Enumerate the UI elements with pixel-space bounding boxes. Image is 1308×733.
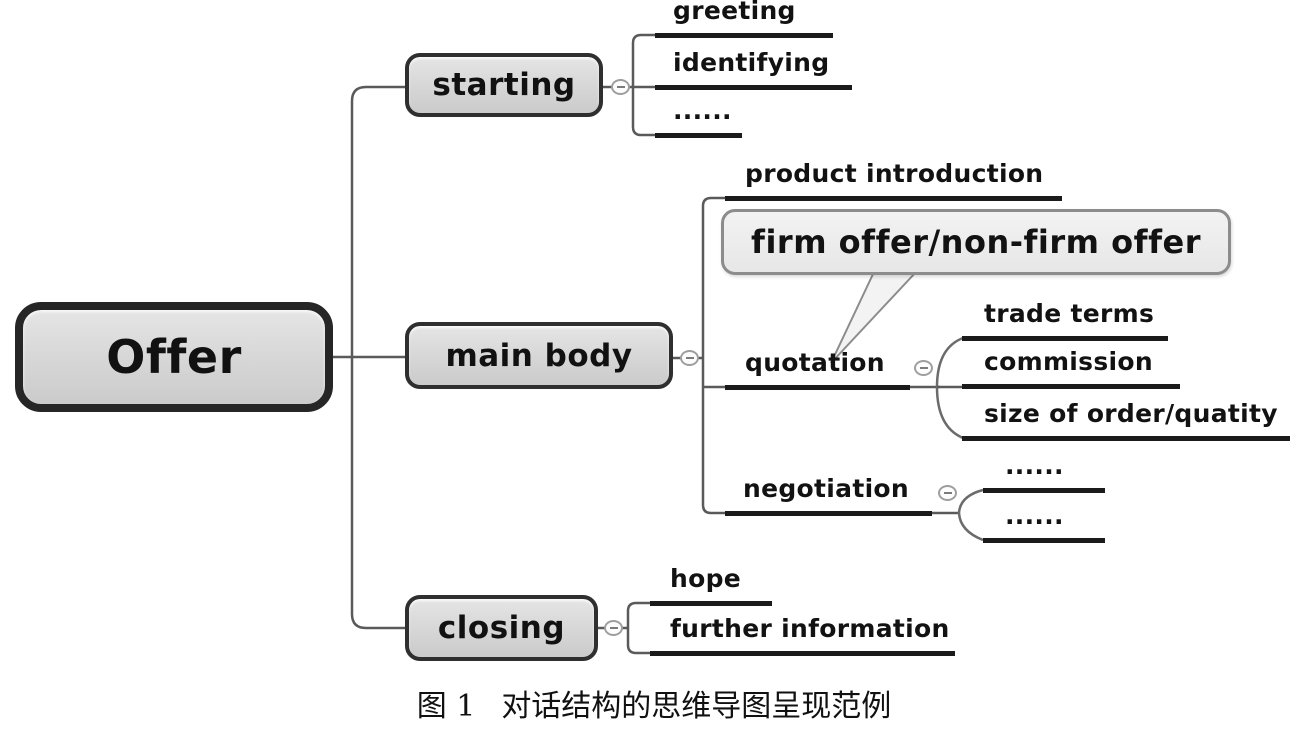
leaf-topic-size-of-order[interactable]: size of order/quatity	[962, 397, 1290, 441]
branch-node-main-body[interactable]: main body	[405, 322, 673, 389]
leaf-label: trade terms	[984, 299, 1155, 328]
brace-negotiation-children	[957, 488, 984, 542]
branch-node-label: main body	[445, 337, 633, 374]
figure-caption: 图 1 对话结构的思维导图呈现范例	[0, 681, 1308, 725]
collapse-toggle-closing[interactable]	[604, 620, 623, 636]
collapse-toggle-main-body[interactable]	[680, 350, 699, 366]
collapse-toggle-negotiation[interactable]	[938, 485, 957, 501]
minus-icon	[919, 367, 928, 369]
leaf-label: negotiation	[743, 474, 910, 503]
leaf-topic-quotation[interactable]: quotation	[725, 346, 910, 390]
leaf-topic-product-introduction[interactable]: product introduction	[725, 157, 1062, 201]
leaf-label: identifying	[673, 48, 830, 77]
root-node-offer[interactable]: Offer	[15, 302, 333, 412]
connector-trunk	[350, 85, 405, 630]
collapse-toggle-quotation[interactable]	[914, 360, 933, 376]
leaf-topic-trade-terms[interactable]: trade terms	[962, 297, 1168, 341]
leaf-label: greeting	[673, 0, 796, 25]
leaf-label: ......	[673, 96, 732, 125]
connector-group	[333, 33, 984, 655]
connector-starting-spine	[631, 33, 655, 137]
connector-closing-spine	[626, 601, 650, 655]
branch-node-starting[interactable]: starting	[405, 53, 603, 117]
leaf-label: further information	[670, 614, 950, 643]
leaf-topic-commission[interactable]: commission	[962, 345, 1180, 389]
leaf-topic-ellipsis[interactable]: ......	[655, 94, 742, 138]
leaf-topic-negotiation[interactable]: negotiation	[725, 472, 932, 516]
figure-number: 图 1	[416, 689, 476, 724]
leaf-topic-ellipsis[interactable]: ......	[983, 449, 1105, 493]
figure-caption-text: 对话结构的思维导图呈现范例	[501, 689, 892, 724]
leaf-label: product introduction	[745, 159, 1044, 188]
branch-node-label: starting	[432, 67, 576, 103]
minus-icon	[609, 627, 618, 629]
root-node-label: Offer	[106, 330, 242, 384]
minus-icon	[943, 492, 952, 494]
leaf-label: ......	[1005, 501, 1064, 530]
leaf-label: quotation	[745, 348, 885, 377]
leaf-topic-identifying[interactable]: identifying	[655, 46, 852, 90]
leaf-topic-hope[interactable]: hope	[650, 562, 772, 606]
leaf-label: commission	[984, 347, 1153, 376]
collapse-toggle-starting[interactable]	[611, 79, 630, 95]
branch-node-label: closing	[437, 610, 566, 646]
callout-firm-offer[interactable]: firm offer/non-firm offer	[721, 209, 1231, 275]
minus-icon	[685, 357, 694, 359]
callout-label: firm offer/non-firm offer	[751, 223, 1201, 261]
branch-node-closing[interactable]: closing	[405, 595, 598, 661]
leaf-label: size of order/quatity	[984, 399, 1278, 428]
leaf-topic-greeting[interactable]: greeting	[655, 0, 833, 38]
leaf-label: ......	[1005, 451, 1064, 480]
connector-mainbody-spine	[701, 196, 725, 515]
leaf-topic-ellipsis[interactable]: ......	[983, 499, 1105, 543]
minus-icon	[616, 86, 625, 88]
leaf-topic-further-information[interactable]: further information	[650, 612, 955, 656]
leaf-label: hope	[670, 564, 742, 593]
